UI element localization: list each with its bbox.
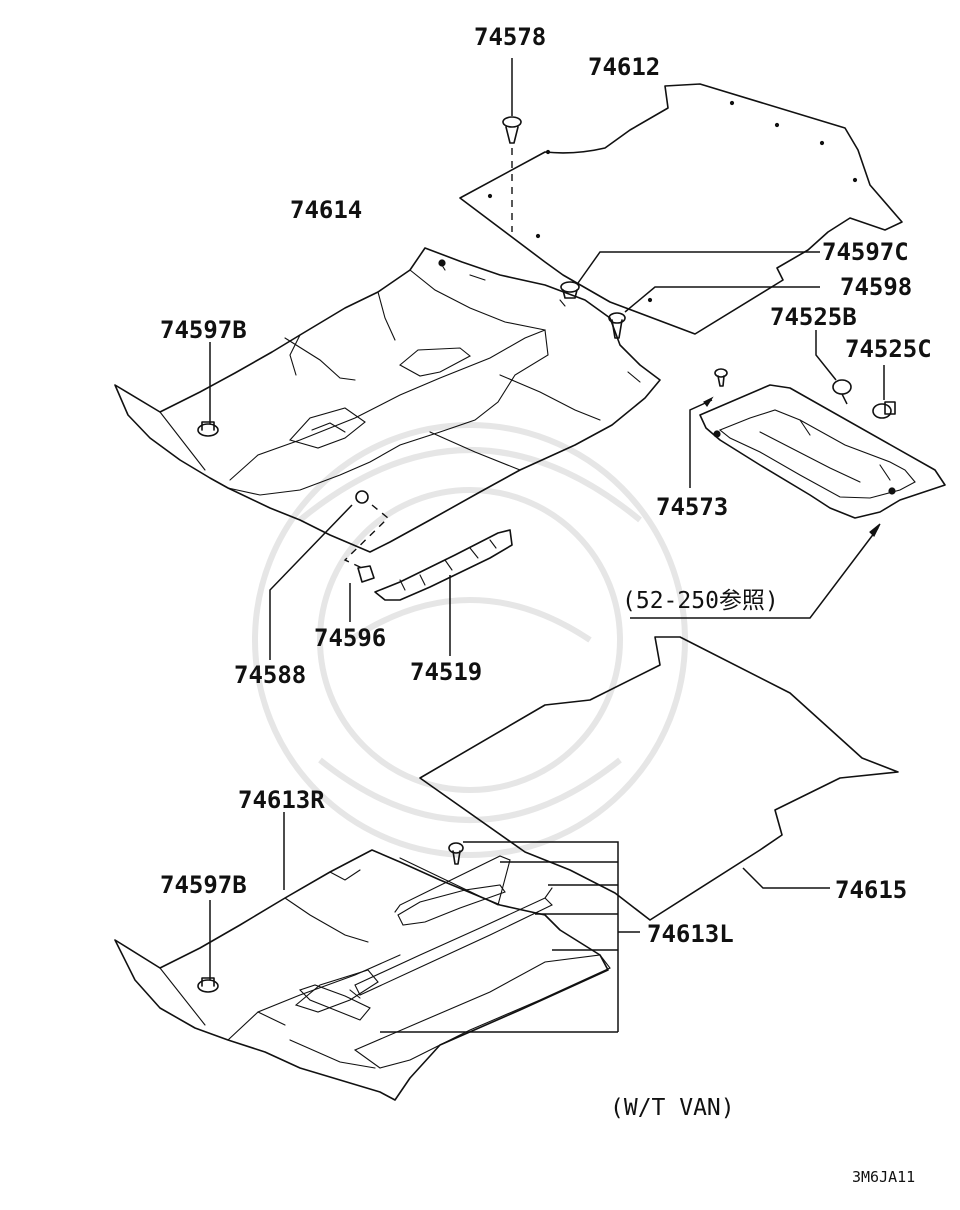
label-74614: 74614 xyxy=(290,196,362,224)
label-74598: 74598 xyxy=(840,273,912,301)
label-74597B-bottom: 74597B xyxy=(160,871,247,899)
screw-74573 xyxy=(689,368,728,488)
label-reference-note: (52-250参照) xyxy=(622,588,779,614)
clip-74588 xyxy=(269,490,390,660)
front-floor-carpet-74613R xyxy=(114,849,611,1101)
label-74519: 74519 xyxy=(410,658,482,686)
label-74612: 74612 xyxy=(588,53,660,81)
label-74613R: 74613R xyxy=(238,786,325,814)
label-74597C: 74597C xyxy=(822,238,909,266)
reference-leader xyxy=(630,523,881,619)
label-74525B: 74525B xyxy=(770,303,857,331)
clip-74525C xyxy=(872,365,896,419)
label-74596: 74596 xyxy=(314,624,386,652)
clip-74597B-bottom xyxy=(197,900,219,993)
cargo-mat-74615 xyxy=(419,636,899,921)
clip-74597C xyxy=(560,251,820,299)
clip-74578 xyxy=(502,58,522,232)
leader-74613L xyxy=(380,841,640,1033)
clip-74597B-top xyxy=(197,342,219,437)
label-74525C: 74525C xyxy=(845,335,932,363)
label-74615: 74615 xyxy=(835,876,907,904)
label-74578: 74578 xyxy=(474,23,546,51)
side-trim-panel xyxy=(699,384,946,519)
sill-cover-74519 xyxy=(374,529,513,656)
clip-74525B xyxy=(815,330,852,405)
front-floor-carpet-74614 xyxy=(114,247,661,553)
label-74573: 74573 xyxy=(656,493,728,521)
variant-note: (W/T VAN) xyxy=(610,1095,735,1121)
clip-74596 xyxy=(349,565,375,622)
label-74588: 74588 xyxy=(234,661,306,689)
label-74613L: 74613L xyxy=(647,920,734,948)
label-74597B-top: 74597B xyxy=(160,316,247,344)
rear-floor-mat-74612 xyxy=(459,83,903,335)
clip-74598 xyxy=(608,286,820,339)
diagram-code: 3M6JA11 xyxy=(852,1168,915,1186)
